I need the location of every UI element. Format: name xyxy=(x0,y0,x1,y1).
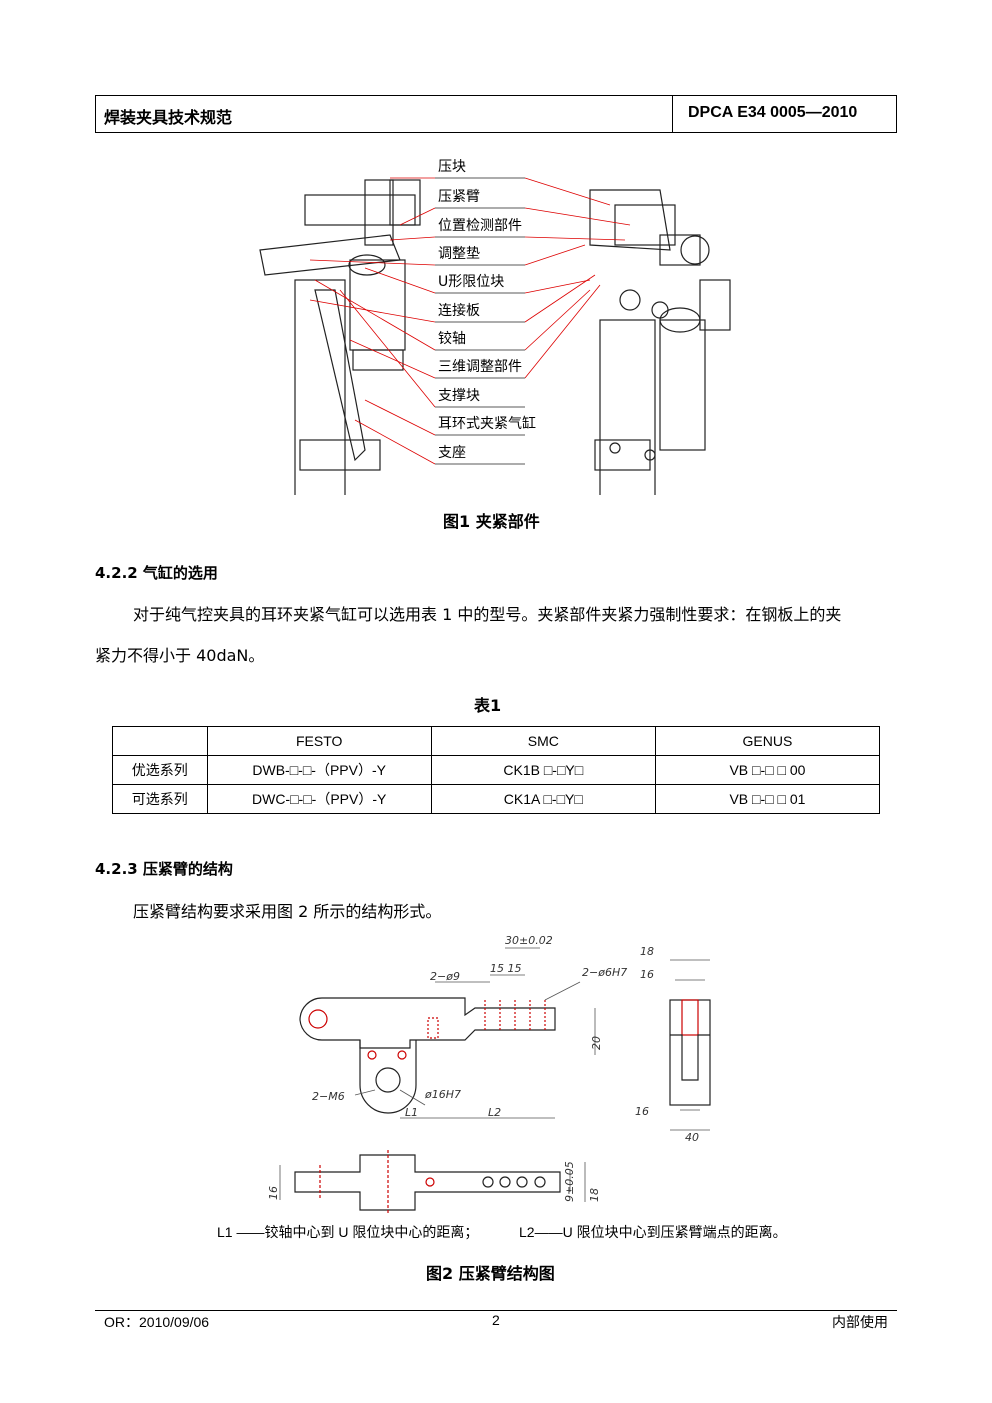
label-position-sensor: 位置检测部件 xyxy=(438,218,522,234)
figure1-drawing xyxy=(259,177,731,495)
right-clamp-drawing xyxy=(589,189,731,495)
table-cell: VB □-□ □ 01 xyxy=(654,784,881,814)
table-cell: VB □-□ □ 00 xyxy=(654,755,881,785)
clamp-arm-front-view xyxy=(299,997,556,1114)
page-number: 2 xyxy=(492,1312,500,1328)
header-box xyxy=(95,95,897,133)
table-cell: DWB-□-□-（PPV）-Y xyxy=(206,755,432,785)
label-hinge-pin: 铰轴 xyxy=(438,331,466,347)
dim-18-right: 18 xyxy=(588,1188,601,1202)
document-title: 焊装夹具技术规范 xyxy=(104,108,233,127)
figure1-leader-lines xyxy=(309,177,631,465)
dim-9: 9±0.05 xyxy=(563,1161,576,1202)
label-u-stop: U形限位块 xyxy=(438,274,505,290)
note-l1: L1 ——铰轴中心到 U 限位块中心的距离； xyxy=(217,1224,479,1240)
dim-2-phi6: 2−ø6H7 xyxy=(582,966,627,979)
dim-15-15: 15 15 xyxy=(490,962,522,975)
dim-18-top: 18 xyxy=(640,945,654,958)
table-header-row: FESTO SMC GENUS xyxy=(112,726,881,756)
label-clamp-arm: 压紧臂 xyxy=(438,189,480,205)
dim-2-m6: 2−M6 xyxy=(312,1090,345,1103)
table-header-cell: SMC xyxy=(430,726,656,756)
dim-16-left: 16 xyxy=(267,1186,280,1200)
note-l2: L2——U 限位块中心到压紧臂端点的距离。 xyxy=(519,1224,787,1240)
clamp-arm-top-view xyxy=(279,1150,586,1215)
dim-16-top: 16 xyxy=(640,968,654,981)
header-divider xyxy=(672,95,673,133)
footer-divider xyxy=(95,1310,897,1311)
label-connecting-plate: 连接板 xyxy=(438,303,480,319)
table-cell: 可选系列 xyxy=(112,784,208,814)
section-4-2-2-title: 4.2.2 气缸的选用 xyxy=(95,564,218,582)
figure1-caption: 图1 夹紧部件 xyxy=(443,512,540,531)
dim-16-side: 16 xyxy=(635,1105,649,1118)
label-pressure-block: 压块 xyxy=(438,159,466,175)
table-header-cell: FESTO xyxy=(206,726,432,756)
dim-20: 20 xyxy=(590,1036,603,1050)
table-row: 优选系列 DWB-□-□-（PPV）-Y CK1B □-□Y□ VB □-□ □… xyxy=(112,755,881,785)
table-cell: CK1B □-□Y□ xyxy=(430,755,656,785)
table-cell: DWC-□-□-（PPV）-Y xyxy=(206,784,432,814)
left-clamp-drawing xyxy=(259,179,421,495)
table-cell: 优选系列 xyxy=(112,755,208,785)
section-4-2-3-title: 4.2.3 压紧臂的结构 xyxy=(95,860,233,878)
section-4-2-3-para: 压紧臂结构要求采用图 2 所示的结构形式。 xyxy=(133,902,442,921)
dim-30: 30±0.02 xyxy=(505,934,553,947)
section-4-2-2-para-line1: 对于纯气控夹具的耳环夹紧气缸可以选用表 1 中的型号。夹紧部件夹紧力强制性要求：… xyxy=(133,605,842,624)
figure2-drawing: 30±0.02 15 15 2−ø9 2−ø6H7 18 16 20 2−M6 … xyxy=(267,934,711,1215)
dim-2-phi9: 2−ø9 xyxy=(430,970,460,983)
table1-caption: 表1 xyxy=(474,696,502,715)
table-header-cell: GENUS xyxy=(654,726,881,756)
footer-classification: 内部使用 xyxy=(832,1314,888,1330)
table-cell: CK1A □-□Y□ xyxy=(430,784,656,814)
footer-date: OR：2010/09/06 xyxy=(104,1314,210,1330)
dim-l2: L2 xyxy=(488,1106,501,1119)
label-shim: 调整垫 xyxy=(438,246,480,262)
document-code: DPCA E34 0005—2010 xyxy=(688,104,858,121)
dim-phi16h7: ø16H7 xyxy=(424,1088,461,1101)
clamp-arm-side-view xyxy=(669,959,711,1131)
section-4-2-2-para-line2: 紧力不得小于 40daN。 xyxy=(95,646,265,665)
cylinder-table: FESTO SMC GENUS 优选系列 DWB-□-□-（PPV）-Y CK1… xyxy=(112,726,881,814)
label-clevis-cylinder: 耳环式夹紧气缸 xyxy=(438,416,536,432)
figure2-dimension-lines xyxy=(354,947,596,1119)
figure2-caption: 图2 压紧臂结构图 xyxy=(426,1264,555,1283)
dim-40: 40 xyxy=(685,1131,699,1144)
label-support-block: 支撑块 xyxy=(438,388,480,404)
table-row: 可选系列 DWC-□-□-（PPV）-Y CK1A □-□Y□ VB □-□ □… xyxy=(112,784,881,814)
label-base: 支座 xyxy=(438,445,466,461)
dim-l1: L1 xyxy=(405,1106,418,1119)
label-3d-adjuster: 三维调整部件 xyxy=(438,359,522,375)
table-header-cell xyxy=(112,726,208,756)
